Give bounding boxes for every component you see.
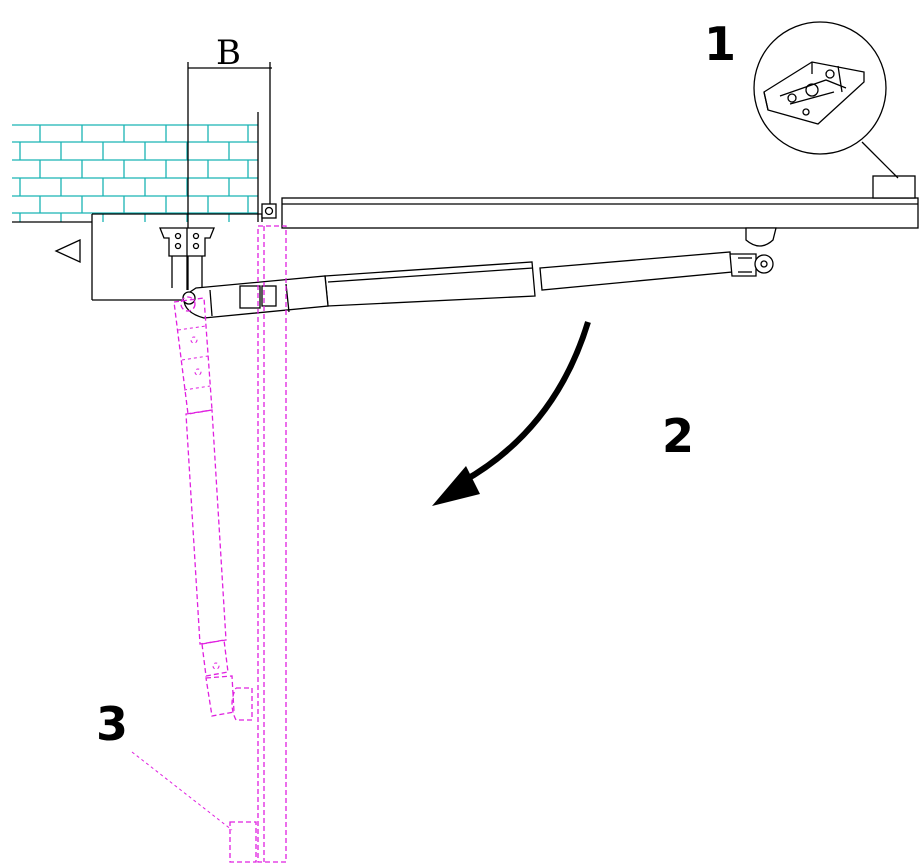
actuator-open bbox=[173, 296, 253, 721]
callout-3: 3 bbox=[96, 697, 128, 751]
bracket-detail-callout bbox=[753, 21, 899, 179]
callout-3-leader bbox=[131, 751, 233, 831]
callout-1: 1 bbox=[704, 17, 736, 71]
callout-2: 2 bbox=[662, 409, 694, 463]
front-bracket bbox=[745, 227, 777, 247]
gate-leaf-open bbox=[229, 225, 287, 863]
gate-leaf-closed bbox=[261, 175, 919, 229]
arrow-head-icon bbox=[432, 466, 480, 506]
brick-wall bbox=[12, 124, 258, 222]
direction-arrow-left-icon bbox=[54, 238, 81, 264]
pillar-outline bbox=[12, 213, 263, 301]
rear-bracket bbox=[159, 227, 215, 290]
swing-direction-arrow bbox=[432, 321, 591, 506]
actuator-closed bbox=[182, 251, 774, 319]
dimension-b-label: B bbox=[216, 33, 241, 73]
